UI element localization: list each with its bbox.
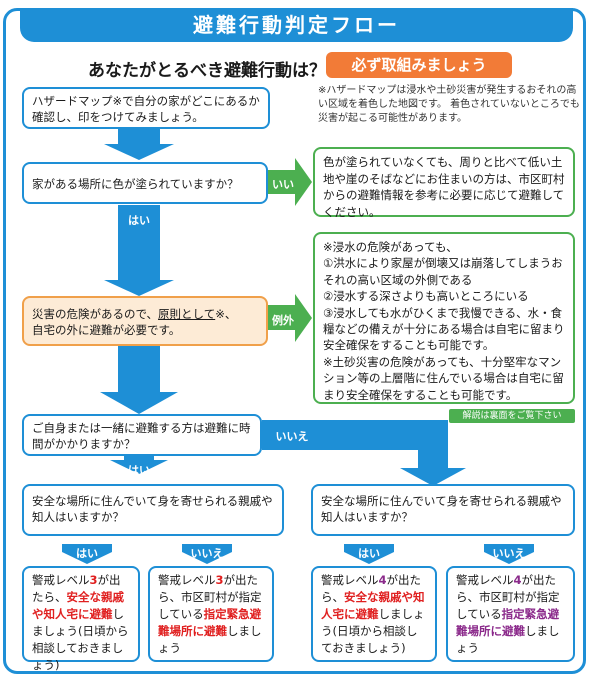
danger-text-d: 自宅の外に避難が必要です。 [32, 323, 181, 337]
r3-prefix: 警戒レベル [321, 573, 379, 587]
q2-no-label: いいえ [275, 430, 309, 443]
exception-line-1: ①洪水により家屋が倒壊又は崩落してしまうおそれの高い区域の外側である [323, 256, 563, 287]
exception-line-2: ②浸水する深さよりも高いところにいる [323, 289, 529, 304]
exception-line-0: ※浸水の危険があっても、 [323, 240, 458, 254]
result-level3-relatives: 警戒レベル3が出たら、安全な親戚や知人宅に避難しましょう(日頃から相談しておきま… [22, 566, 140, 672]
question-relatives-left-box: 安全な場所に住んでいて身を寄せられる親戚や知人はいますか？ [22, 484, 284, 536]
r4-level: 4 [513, 573, 522, 587]
danger-text-a: 災害の危険があるので、 [32, 307, 159, 321]
result-level3-shelter: 警戒レベル3が出たら、市区町村が指定している指定緊急避難場所に避難しましょう [148, 566, 274, 662]
question-relatives-left-text: 安全な場所に住んでいて身を寄せられる親戚や知人はいますか？ [32, 494, 273, 524]
result-level4-relatives: 警戒レベル4が出たら、安全な親戚や知人宅に避難しましょう(日頃から相談しておきま… [311, 566, 437, 662]
danger-text-principle: 原則として [158, 307, 216, 321]
q4-no-label: いいえ [492, 547, 526, 560]
r1-prefix: 警戒レベル [32, 573, 90, 587]
step-hazard-map-box: ハザードマップ※で自分の家がどこにあるか確認し、印をつけてみましょう。 [22, 87, 270, 129]
page-title: 避難行動判定フロー [20, 8, 573, 42]
question-colored-text: 家がある場所に色が塗られていますか？ [32, 177, 239, 191]
question-colored-box: 家がある場所に色が塗られていますか？ [22, 162, 268, 204]
hazard-map-note: ※ハザードマップは浸水や土砂災害が発生するおそれの高い区域を着色した地図です。 … [318, 85, 580, 124]
step-hazard-map-text: ハザードマップ※で自分の家がどこにあるか確認し、印をつけてみましょう。 [32, 94, 260, 124]
question-time-text: ご自身または一緒に避難する方は避難に時間がかかりますか？ [32, 421, 251, 451]
exception-box: ※浸水の危険があっても、 ①洪水により家屋が倒壊又は崩落してしまうおそれの高い区… [313, 232, 575, 404]
r1-mid: が出たら、 [32, 573, 121, 604]
q2-yes-label: はい [128, 464, 150, 477]
danger-evacuate-box: 災害の危険があるので、原則として※、 自宅の外に避難が必要です。 [22, 296, 268, 346]
result-level4-shelter: 警戒レベル4が出たら、市区町村が指定している指定緊急避難場所に避難しましょう [446, 566, 575, 662]
r4-action: 指定緊急避難場所に避難 [456, 607, 560, 638]
r3-mid: が出たら、 [321, 573, 422, 604]
q1-yes-label: はい [128, 214, 150, 227]
r1-action: 安全な親戚や知人宅に避難 [32, 590, 124, 621]
q3-no-label: いいえ [190, 547, 224, 560]
r3-level: 4 [378, 573, 387, 587]
r1-suffix: しましょう(日頃から相談しておきましょう) [32, 607, 129, 672]
r2-level: 3 [215, 573, 224, 587]
r2-prefix: 警戒レベル [158, 573, 216, 587]
r3-suffix: しましょう(日頃から相談しておきましょう) [321, 607, 425, 655]
r4-suffix: しましょう [456, 624, 560, 655]
exception-line-4: ※土砂災害の危険があっても、十分堅牢なマンション等の上層階に住んでいる場合は自宅… [323, 354, 564, 402]
danger-text-mark: ※、 [215, 307, 237, 321]
must-do-badge: 必ず取組みましょう [326, 52, 512, 78]
exception-line-3: ③浸水しても水がひくまで我慢できる、水・食糧などの備えが十分にある場合は自宅に留… [323, 305, 565, 353]
q3-yes-label: はい [76, 547, 98, 560]
not-colored-advice-box: 色が塗られていなくても、周りと比べて低い土地や崖のそばなどにお住まいの方は、市区… [313, 147, 575, 219]
main-question: あなたがとるべき避難行動は？ [88, 61, 326, 81]
see-reverse-hint: 解説は裏面をご覧下さい [449, 409, 575, 423]
exception-label: 例外 [272, 314, 294, 327]
r4-prefix: 警戒レベル [456, 573, 514, 587]
question-time-box: ご自身または一緒に避難する方は避難に時間がかかりますか？ [22, 414, 262, 456]
q4-yes-label: はい [358, 547, 380, 560]
r2-action: 指定緊急避難場所に避難 [158, 607, 262, 638]
question-relatives-right-text: 安全な場所に住んでいて身を寄せられる親戚や知人はいますか？ [321, 494, 562, 524]
r1-level: 3 [89, 573, 98, 587]
question-relatives-right-box: 安全な場所に住んでいて身を寄せられる親戚や知人はいますか？ [311, 484, 575, 536]
r2-suffix: しましょう [158, 624, 262, 655]
r4-mid: が出たら、市区町村が指定している [456, 573, 560, 621]
r3-action: 安全な親戚や知人宅に避難 [321, 590, 425, 621]
not-colored-advice-text: 色が塗られていなくても、周りと比べて低い土地や崖のそばなどにお住まいの方は、市区… [323, 155, 565, 219]
r2-mid: が出たら、市区町村が指定している [158, 573, 262, 621]
q1-no-label: いいえ [272, 178, 294, 207]
